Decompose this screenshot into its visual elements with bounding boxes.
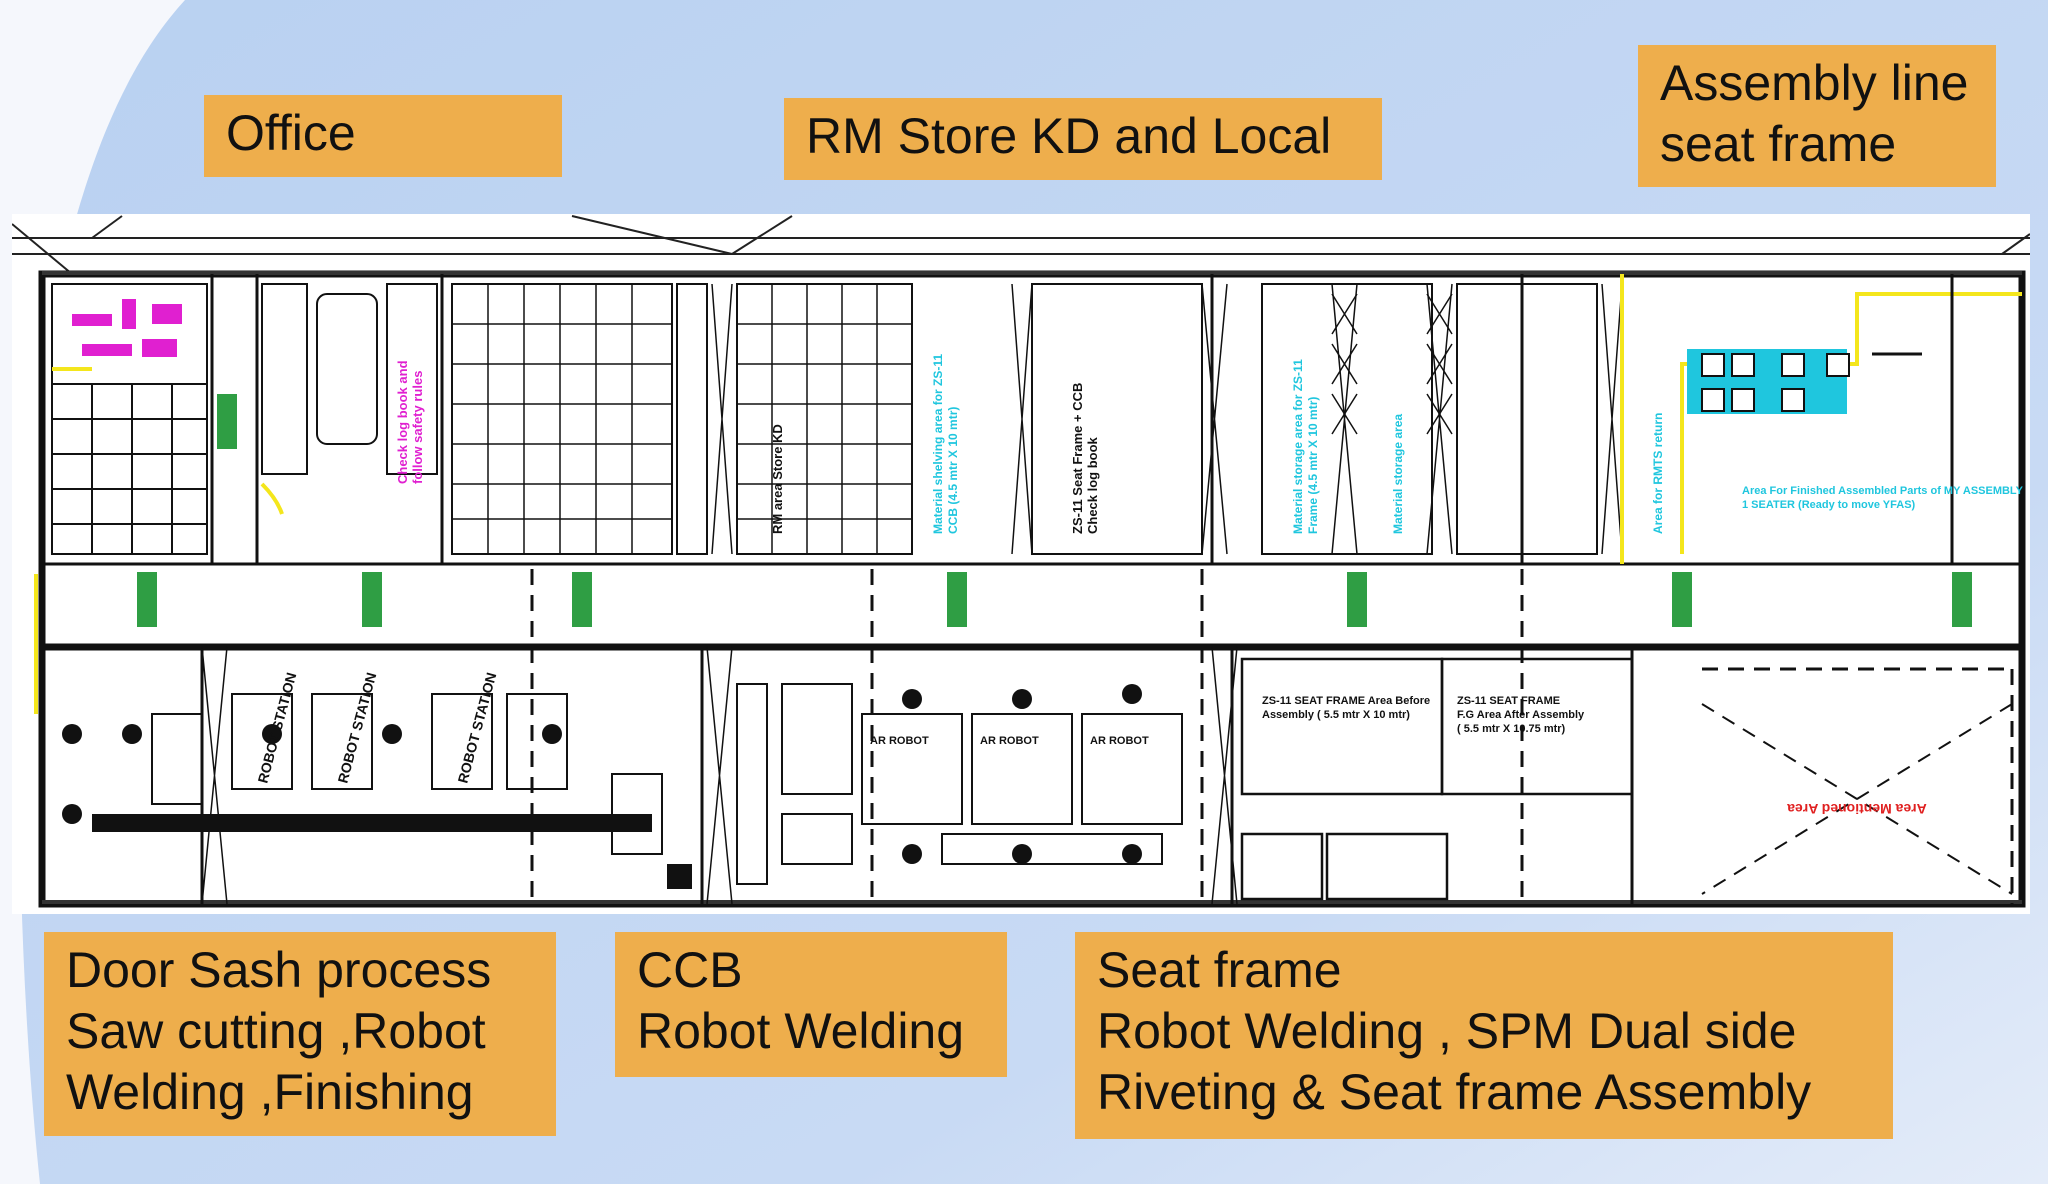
svg-text:AR ROBOT: AR ROBOT bbox=[870, 735, 929, 747]
svg-text:Check log book and: Check log book and bbox=[395, 360, 410, 484]
label-seat-frame: Seat frame Robot Welding , SPM Dual side… bbox=[1075, 932, 1893, 1139]
svg-text:CCB (4.5 mtr X 10 mtr): CCB (4.5 mtr X 10 mtr) bbox=[946, 407, 960, 534]
label-seat-frame-line-1: Seat frame bbox=[1097, 942, 1342, 998]
label-ccb: CCB Robot Welding bbox=[615, 932, 1007, 1077]
svg-text:AR ROBOT: AR ROBOT bbox=[980, 735, 1039, 747]
label-seat-frame-line-2: Robot Welding , SPM Dual side bbox=[1097, 1003, 1797, 1059]
svg-text:Material shelving area for ZS-: Material shelving area for ZS-11 bbox=[931, 354, 945, 534]
floor-plan-drawing: Check log book and follow safety rules bbox=[12, 214, 2030, 914]
label-assembly-line-2: seat frame bbox=[1660, 116, 1897, 172]
label-office: Office bbox=[204, 95, 562, 177]
svg-text:follow safety rules: follow safety rules bbox=[410, 371, 425, 484]
label-office-line-1: Office bbox=[226, 105, 356, 161]
label-assembly-line: Assembly line seat frame bbox=[1638, 45, 1996, 187]
zone-a-line-2: Assembly ( 5.5 mtr X 10 mtr) bbox=[1262, 709, 1410, 721]
floor-plan: Check log book and follow safety rules bbox=[12, 214, 2030, 914]
label-rm-store-line-1: RM Store KD and Local bbox=[806, 108, 1332, 164]
label-seat-frame-line-3: Riveting & Seat frame Assembly bbox=[1097, 1064, 1812, 1120]
mirrored-area-label: Area Mentioned Area bbox=[1787, 801, 1927, 817]
svg-text:AR ROBOT: AR ROBOT bbox=[1090, 735, 1149, 747]
svg-text:Frame (4.5 mtr X 10 mtr): Frame (4.5 mtr X 10 mtr) bbox=[1306, 397, 1320, 534]
zone-a-line-1: ZS-11 SEAT FRAME Area Before bbox=[1262, 695, 1430, 707]
label-ccb-line-2: Robot Welding bbox=[637, 1003, 965, 1059]
label-door-sash-line-1: Door Sash process bbox=[66, 942, 492, 998]
label-door-sash-line-3: Welding ,Finishing bbox=[66, 1064, 474, 1120]
label-rm-store: RM Store KD and Local bbox=[784, 98, 1382, 180]
zone-b-line-3: ( 5.5 mtr X 10.75 mtr) bbox=[1457, 723, 1566, 735]
label-assembly-line-1: Assembly line bbox=[1660, 55, 1969, 111]
svg-text:Material storage area for ZS-1: Material storage area for ZS-11 bbox=[1291, 359, 1305, 534]
svg-text:RM area Store KD: RM area Store KD bbox=[770, 424, 785, 534]
svg-text:Area for RMTS return: Area for RMTS return bbox=[1651, 413, 1665, 534]
finished-area-line-1: Area For Finished Assembled Parts of MY … bbox=[1742, 485, 2024, 497]
label-door-sash: Door Sash process Saw cutting ,Robot Wel… bbox=[44, 932, 556, 1136]
zone-b-line-1: ZS-11 SEAT FRAME bbox=[1457, 695, 1560, 707]
zone-b-line-2: F.G Area After Assembly bbox=[1457, 709, 1585, 721]
svg-text:ZS-11 Seat Frame + CCB: ZS-11 Seat Frame + CCB bbox=[1070, 383, 1085, 534]
svg-text:Check log book: Check log book bbox=[1085, 436, 1100, 534]
finished-area-line-2: 1 SEATER (Ready to move YFAS) bbox=[1742, 499, 1916, 511]
label-ccb-line-1: CCB bbox=[637, 942, 743, 998]
label-door-sash-line-2: Saw cutting ,Robot bbox=[66, 1003, 486, 1059]
svg-text:Material storage area: Material storage area bbox=[1391, 414, 1405, 534]
